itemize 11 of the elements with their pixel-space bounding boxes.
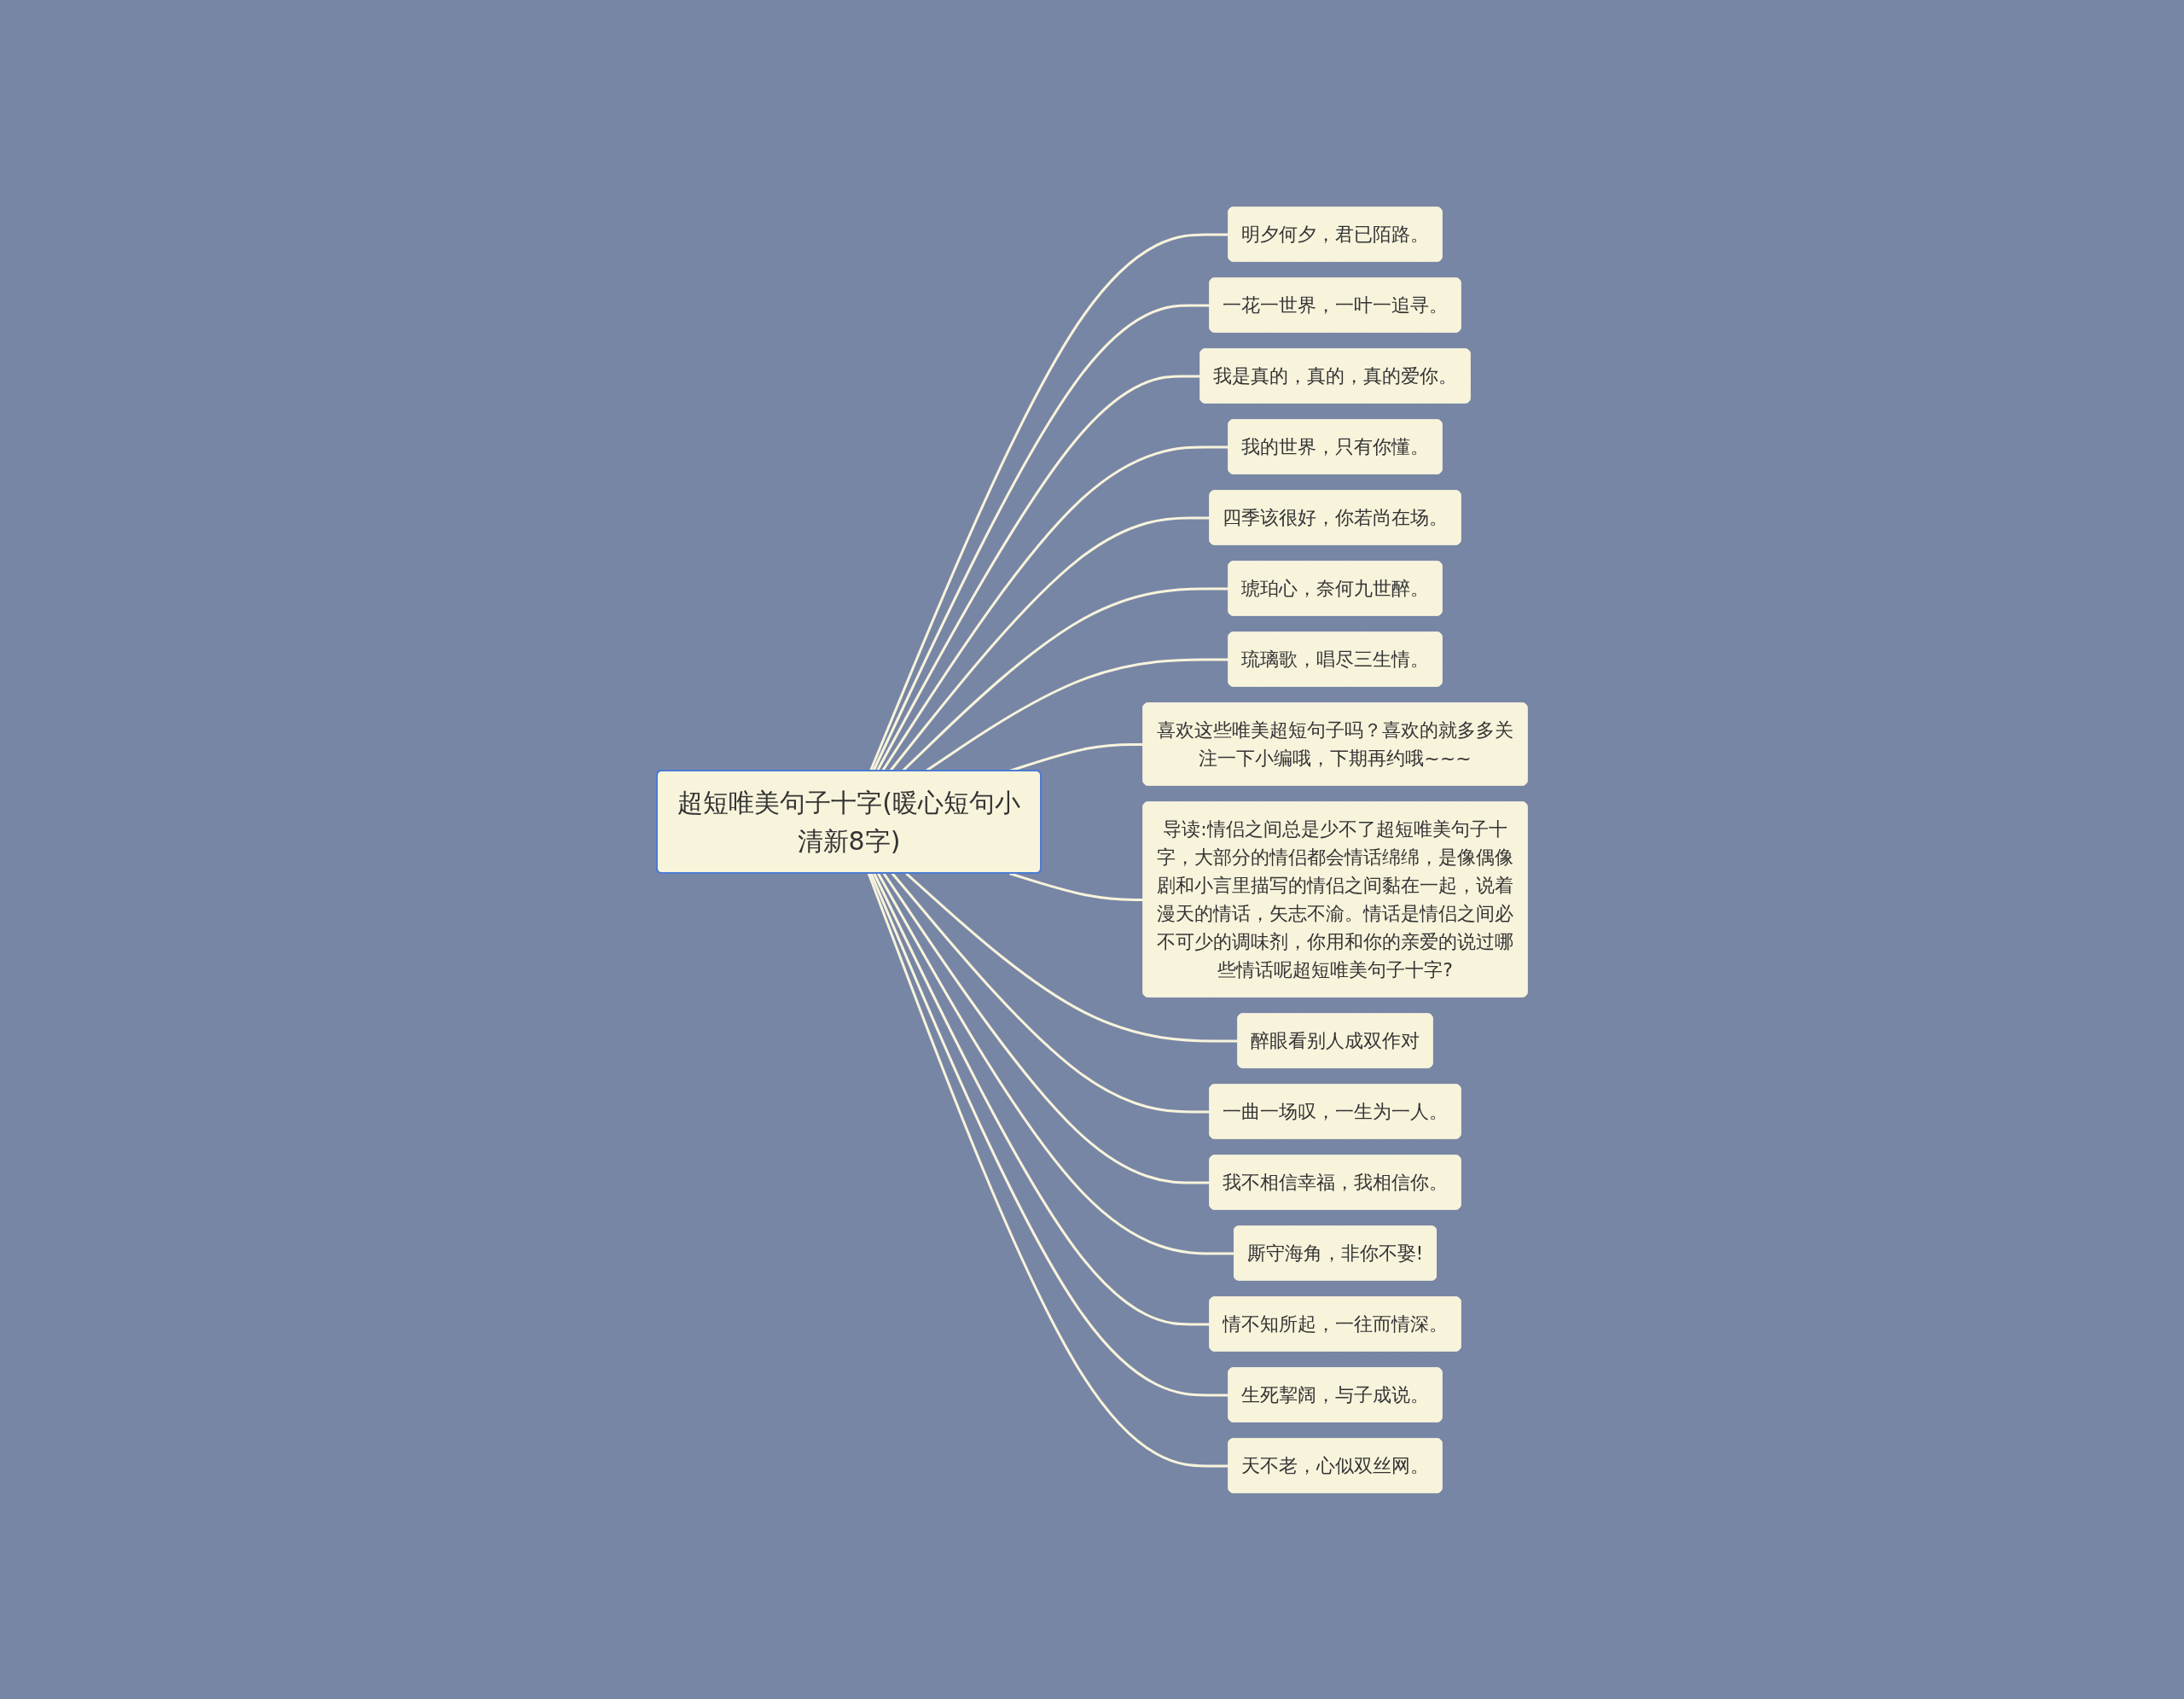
connector <box>905 871 1239 1042</box>
connector <box>889 515 1211 771</box>
connector <box>872 303 1211 771</box>
connector <box>873 872 1211 1325</box>
connector <box>877 872 1235 1254</box>
connector <box>881 445 1229 771</box>
connector <box>868 232 1229 771</box>
connector <box>882 872 1211 1184</box>
connector <box>875 374 1201 771</box>
connector <box>1008 871 1144 901</box>
connector <box>891 872 1211 1113</box>
